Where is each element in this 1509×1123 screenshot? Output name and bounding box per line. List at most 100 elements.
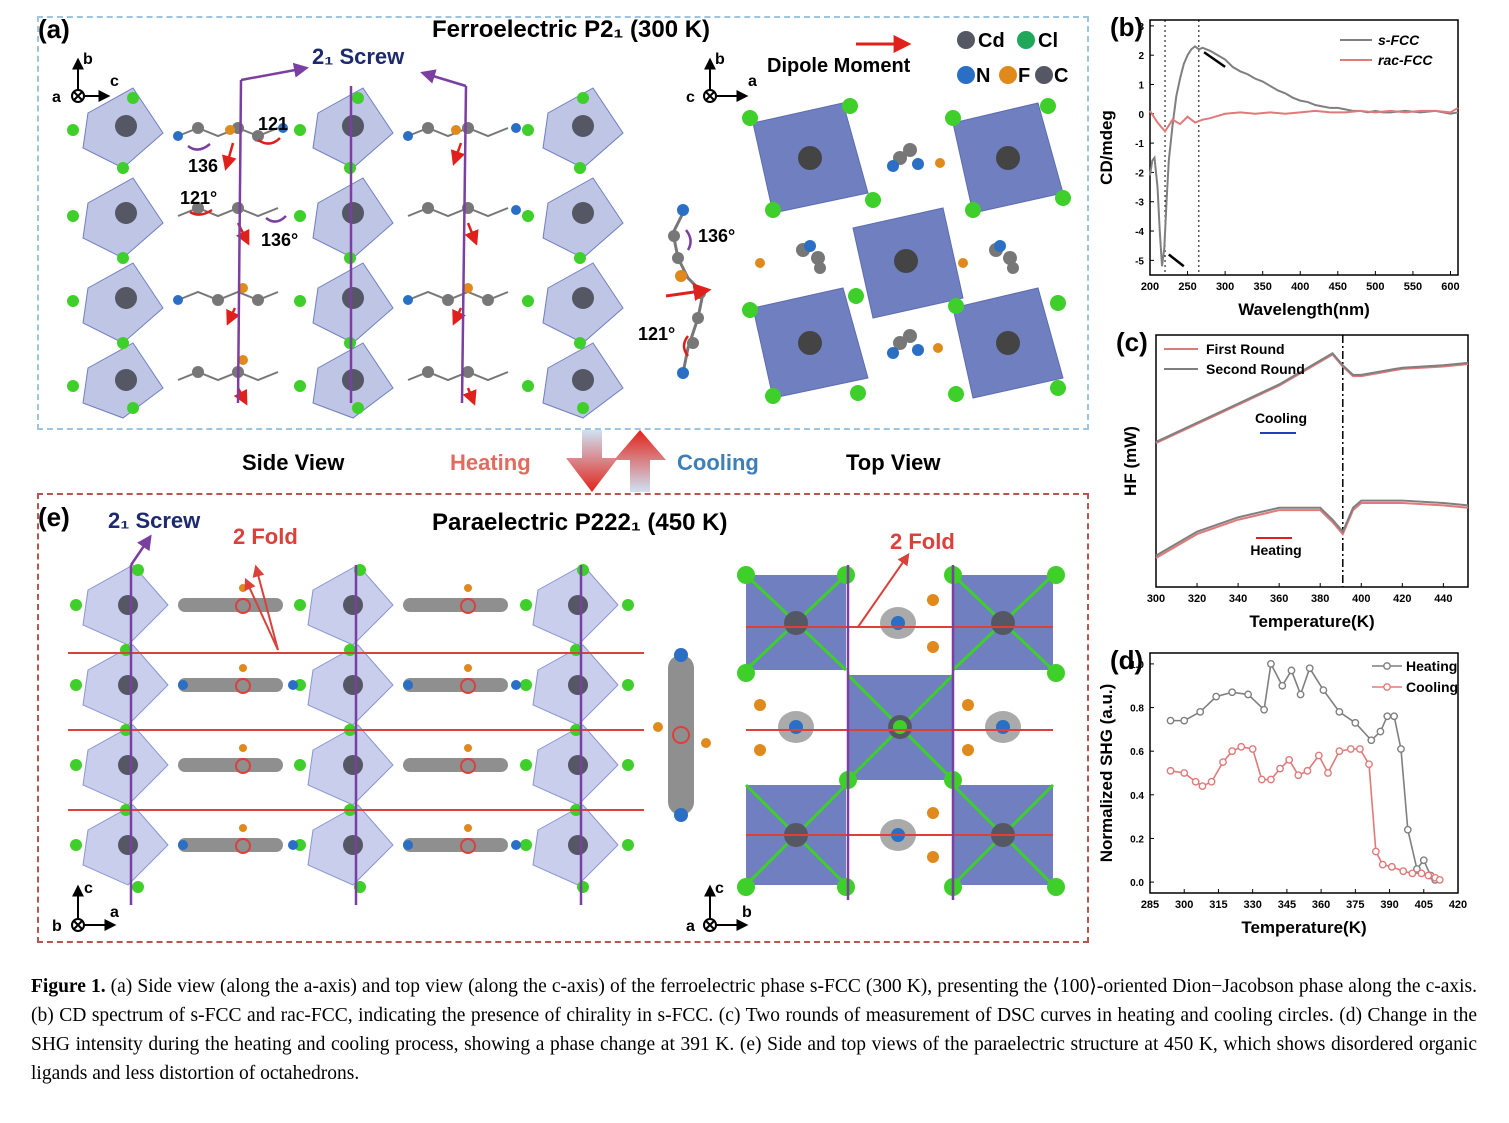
x-tick-label: 360 — [1270, 593, 1288, 605]
legend-entry: Cooling — [1406, 679, 1458, 695]
y-axis-label: Normalized SHG (a.u.) — [1097, 684, 1116, 863]
shg-point — [1324, 769, 1332, 777]
angle-label: 121 — [258, 114, 288, 134]
angle-label: 136 — [188, 156, 218, 176]
x-tick-label: 340 — [1229, 593, 1247, 605]
x-tick-label: 440 — [1434, 593, 1452, 605]
panel-e-label: (e) — [38, 502, 70, 532]
shg-point — [1237, 742, 1246, 751]
shg-point — [1303, 766, 1312, 775]
shg-point — [1166, 766, 1175, 775]
x-tick-label: 320 — [1188, 593, 1206, 605]
svg-text:b: b — [52, 918, 62, 935]
shg-point — [1305, 664, 1314, 673]
y-tick-label: 0.4 — [1130, 791, 1144, 802]
x-tick-label: 250 — [1178, 281, 1196, 293]
heating-annotation: Heating — [1250, 542, 1301, 558]
shg-point — [1387, 862, 1396, 871]
e-single-molecule — [653, 648, 711, 822]
shg-point — [1166, 716, 1175, 725]
panel-a-frame — [37, 16, 1089, 430]
shg-point — [1346, 745, 1355, 753]
top-cl-atoms — [742, 98, 1071, 404]
svg-text:c: c — [686, 89, 695, 106]
panel-a-structure: 121 136 121° 136° a b c 136° 121° Cd Cl … — [52, 30, 1071, 419]
y-tick-label: -1 — [1135, 139, 1144, 150]
dsc-series-line — [1155, 499, 1469, 557]
svg-text:a: a — [110, 904, 119, 921]
side-view-label: Side View — [242, 450, 345, 475]
shg-point — [1314, 751, 1323, 760]
panel-e-title: Paraelectric P222₁ (450 K) — [432, 509, 728, 536]
shg-point — [1399, 867, 1408, 876]
shg-point — [1351, 718, 1360, 727]
shg-point — [1335, 708, 1344, 716]
shg-point — [1294, 771, 1303, 780]
e-top-axes-icon — [703, 884, 749, 932]
figure-caption: Figure 1. (a) Side view (along the a-axi… — [31, 972, 1477, 1088]
y-tick-label: 3 — [1138, 22, 1144, 33]
shg-point — [1196, 708, 1205, 716]
x-tick-label: 420 — [1449, 899, 1467, 911]
shg-point — [1296, 690, 1305, 699]
svg-text:C: C — [1054, 65, 1068, 87]
svg-text:b: b — [742, 904, 752, 921]
shg-point — [1180, 716, 1189, 725]
angle-label: 121° — [638, 324, 675, 344]
dsc-series-line — [1155, 352, 1469, 443]
panel-a-label: (a) — [38, 14, 70, 44]
shg-point — [1191, 777, 1200, 786]
shg-point — [1257, 775, 1266, 784]
shg-point — [1413, 865, 1421, 873]
axis-b-label: b — [83, 51, 93, 68]
e-side-n-atoms — [178, 680, 521, 850]
x-axis-label: Temperature(K) — [1241, 918, 1366, 937]
cooling-label: Cooling — [677, 450, 759, 475]
shg-point — [1378, 860, 1387, 869]
plot-frame — [1149, 19, 1459, 276]
shg-point — [1260, 705, 1268, 714]
legend-marker — [1383, 683, 1391, 691]
x-tick-label: 315 — [1209, 899, 1227, 911]
shg-point — [1180, 769, 1189, 777]
x-tick-label: 330 — [1243, 899, 1261, 911]
x-tick-label: 300 — [1147, 593, 1165, 605]
pointer-arrow — [1168, 253, 1185, 268]
panel-e-fold-label-top: 2 Fold — [890, 529, 955, 554]
panel-e-frame — [37, 493, 1089, 943]
x-tick-label: 390 — [1380, 899, 1398, 911]
legend-entry: First Round — [1206, 341, 1285, 357]
angle-label: 136° — [261, 230, 298, 250]
x-tick-label: 400 — [1291, 281, 1309, 293]
shg-point — [1417, 869, 1426, 878]
shg-point — [1355, 745, 1364, 753]
shg-point — [1228, 688, 1237, 697]
side-cl-atoms — [67, 92, 589, 414]
x-tick-label: 400 — [1352, 593, 1370, 605]
x-tick-label: 500 — [1366, 281, 1384, 293]
shg-point — [1228, 747, 1237, 756]
angle-label: 121° — [180, 188, 217, 208]
top-cd-atoms — [798, 146, 1020, 355]
y-tick-label: 1.0 — [1130, 660, 1144, 671]
shg-point — [1287, 666, 1296, 675]
e-side-disordered-chains — [178, 598, 508, 852]
shg-point — [1319, 686, 1328, 694]
y-axis-label: CD/mdeg — [1097, 110, 1116, 185]
shg-point — [1285, 756, 1294, 764]
panel-label: (c) — [1116, 327, 1148, 357]
shg-point — [1278, 681, 1287, 690]
e-side-octahedra — [82, 564, 619, 886]
panel-e-fold-label: 2 Fold — [233, 524, 298, 549]
cd-series-line — [1149, 107, 1459, 134]
e-top-screw-axes — [846, 565, 955, 900]
legend-entry: s-FCC — [1378, 32, 1420, 48]
dipole-arrow — [665, 283, 712, 301]
shg-series-line — [1170, 745, 1441, 881]
y-tick-label: 0.2 — [1130, 834, 1144, 845]
shg-point — [1424, 871, 1433, 880]
top-organic-groups — [755, 143, 1019, 359]
shg-point — [1267, 775, 1275, 784]
screw-axes — [236, 62, 468, 404]
